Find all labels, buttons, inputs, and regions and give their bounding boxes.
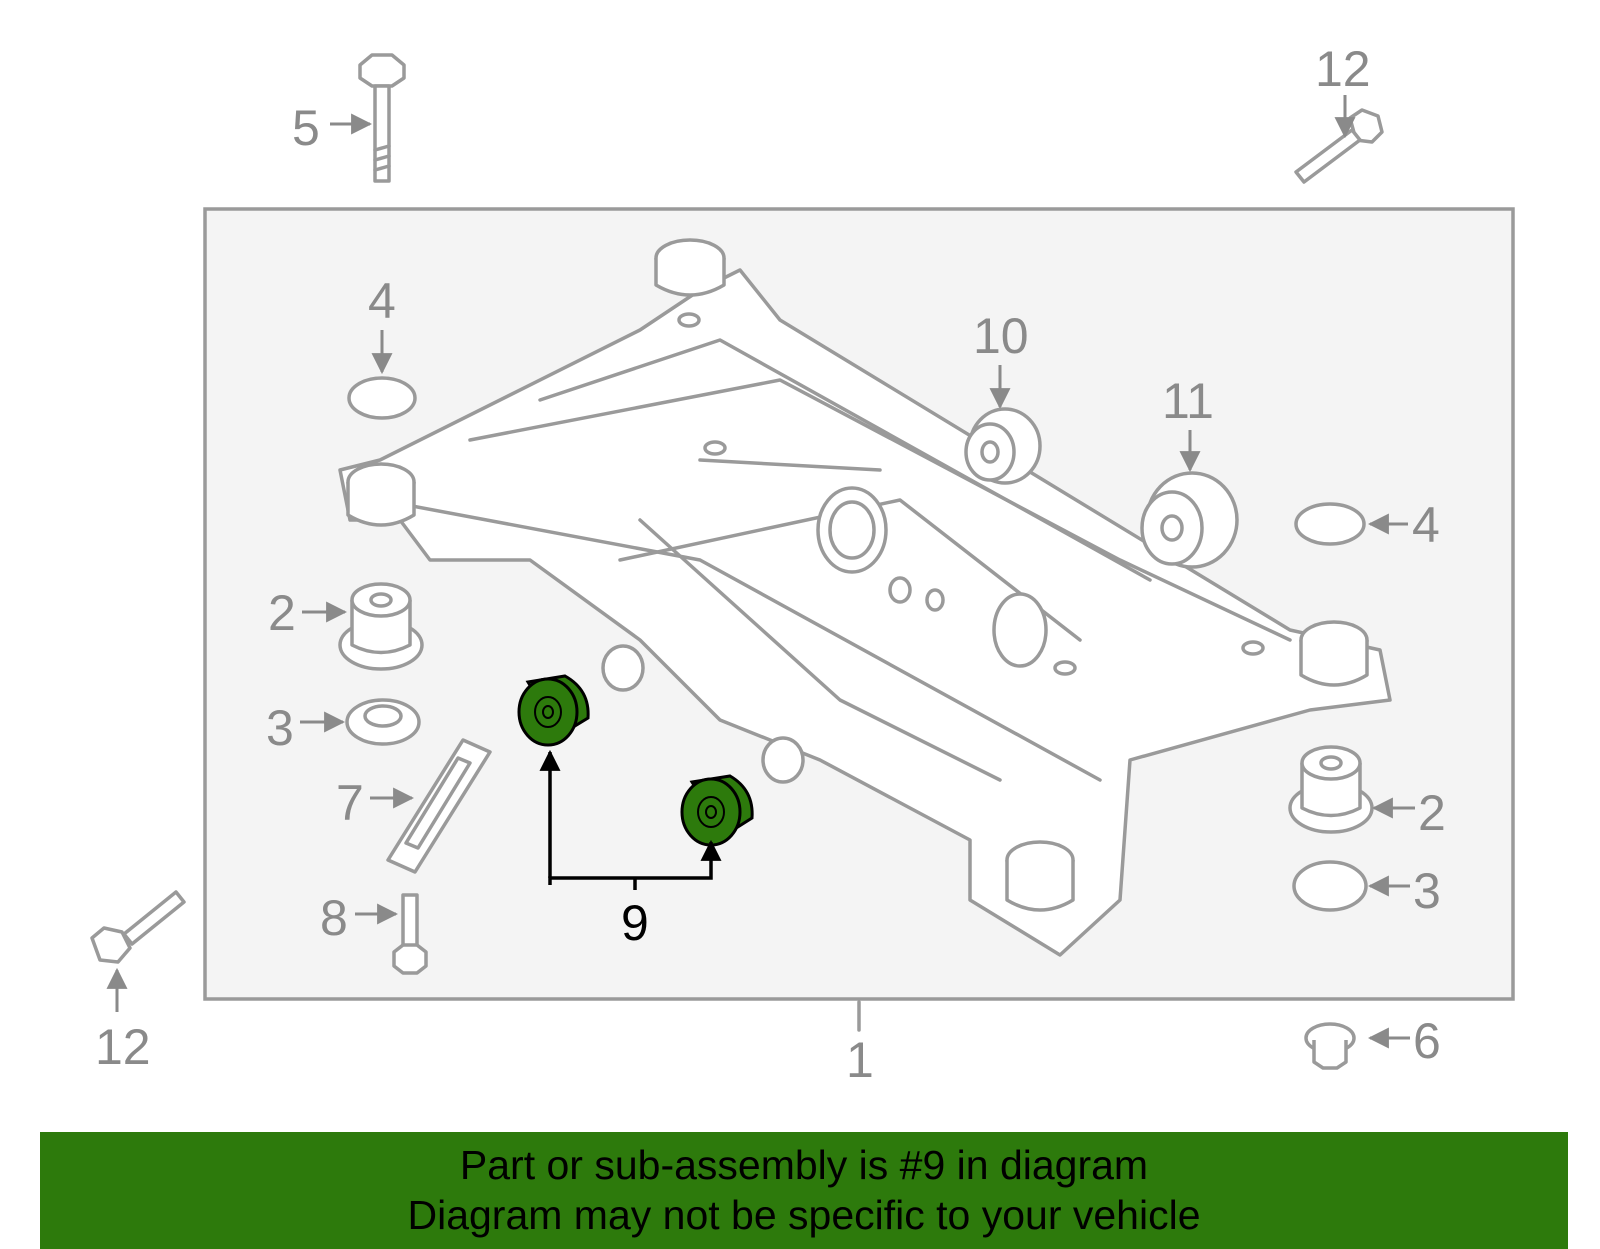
bolt-part-12-top xyxy=(1294,108,1384,184)
callout-12-bottom: 12 xyxy=(95,1019,151,1075)
bushing-part-9-upper xyxy=(517,674,590,747)
nut-part-6 xyxy=(1304,1022,1356,1070)
callout-3-right: 3 xyxy=(1413,863,1441,919)
crossmember-illustration xyxy=(338,238,1392,957)
bushing-part-10 xyxy=(964,407,1042,485)
bushing-part-2-left xyxy=(338,582,424,671)
callout-11: 11 xyxy=(1162,373,1214,429)
callout-9: 9 xyxy=(621,895,649,951)
callout-12-top: 12 xyxy=(1315,41,1371,97)
bushing-part-9-lower xyxy=(680,774,754,847)
callout-1: 1 xyxy=(846,1032,874,1088)
bushing-part-11 xyxy=(1140,471,1239,569)
plate-part-7 xyxy=(386,738,492,874)
callout-4-left: 4 xyxy=(368,273,396,329)
washer-part-3-left xyxy=(345,698,421,746)
washer-part-3-right xyxy=(1292,860,1368,912)
callout-7: 7 xyxy=(336,775,364,831)
info-banner: Part or sub-assembly is #9 in diagram Di… xyxy=(40,1132,1568,1249)
bushing-part-2-right xyxy=(1288,745,1374,834)
callout-2-right: 2 xyxy=(1418,785,1446,841)
callout-10: 10 xyxy=(973,308,1029,364)
callout-4-right: 4 xyxy=(1412,497,1440,553)
banner-line-1: Part or sub-assembly is #9 in diagram xyxy=(459,1142,1149,1188)
callout-3-left: 3 xyxy=(266,700,294,756)
washer-part-4-right xyxy=(1294,502,1366,546)
leader-part-9 xyxy=(539,749,722,890)
callout-6: 6 xyxy=(1413,1013,1441,1069)
bolt-part-12-bottom xyxy=(90,890,186,964)
callout-2-left: 2 xyxy=(268,585,296,641)
washer-part-4-left xyxy=(347,376,417,420)
bolt-part-5 xyxy=(358,53,406,183)
callout-5: 5 xyxy=(292,100,320,156)
callout-8: 8 xyxy=(320,890,348,946)
bolt-part-8 xyxy=(392,893,428,975)
banner-line-2: Diagram may not be specific to your vehi… xyxy=(407,1192,1201,1238)
